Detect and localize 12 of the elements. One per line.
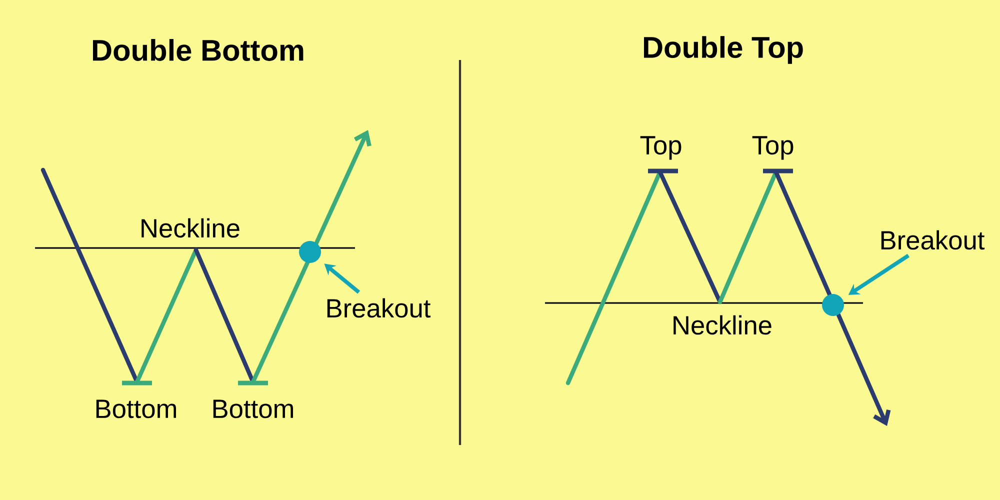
neckline-label: Neckline [142, 218, 240, 238]
breakout-label: Breakout [327, 298, 431, 318]
title: Double Top [644, 36, 803, 64]
title: Double Bottom [92, 39, 304, 61]
breakout-label: Breakout [881, 230, 985, 250]
breakout-dot [299, 241, 321, 263]
top-label: Top [752, 136, 794, 160]
neckline-label: Neckline [674, 315, 772, 335]
breakout-dot [822, 294, 844, 316]
bottom-label: Bottom [213, 400, 293, 418]
top-label: Top [640, 136, 682, 160]
bottom-label: Bottom [96, 400, 176, 418]
